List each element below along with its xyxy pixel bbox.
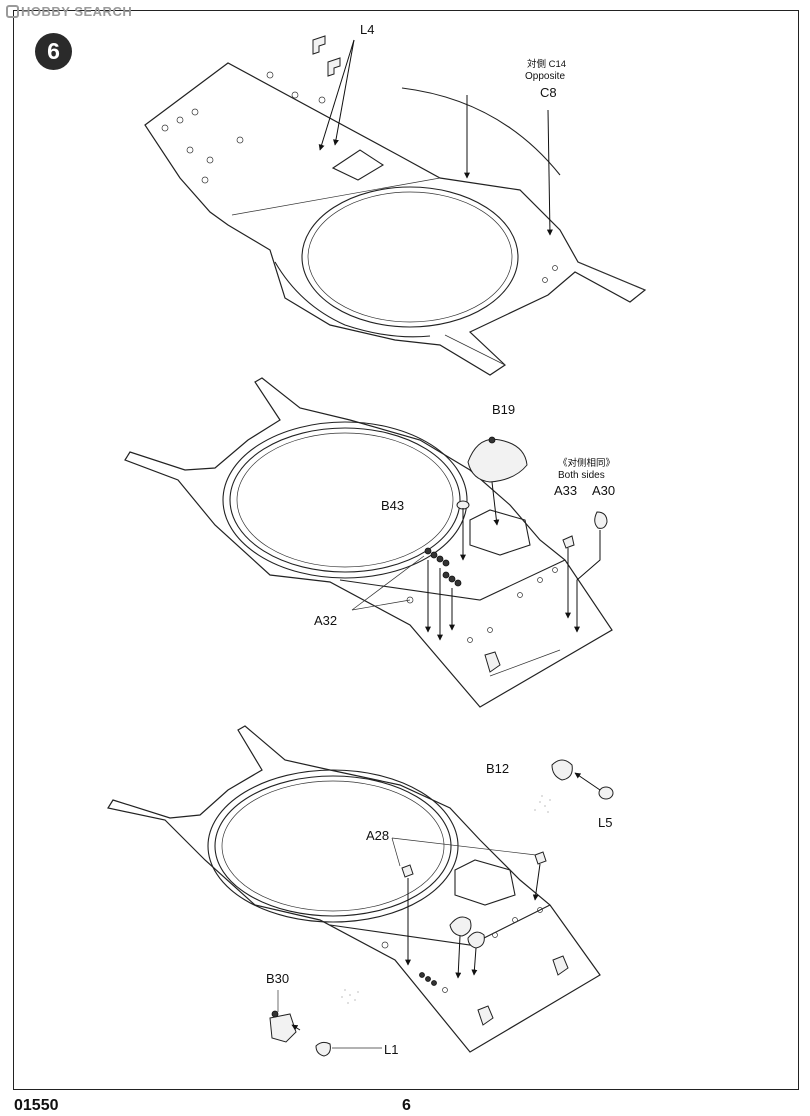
label-opposite: Opposite <box>525 71 566 82</box>
label-a33: A33 <box>554 483 578 498</box>
shading-patches <box>341 795 551 1004</box>
label-c8: C8 <box>540 85 557 100</box>
label-b19: B19 <box>492 402 516 417</box>
label-l5: L5 <box>598 815 613 830</box>
lower-arrows <box>277 772 601 1049</box>
lower-middle-parts <box>449 916 485 949</box>
part-b30 <box>269 1010 297 1043</box>
label-l4: L4 <box>360 22 375 37</box>
middle-plate-holes <box>406 567 558 643</box>
part-b12 <box>551 759 573 781</box>
label-c14-cn: 対側 C14 <box>527 59 567 70</box>
part-a30 <box>594 511 608 529</box>
part-a33 <box>562 535 575 549</box>
part-a28-group <box>401 851 547 986</box>
upper-plate-holes <box>161 71 558 283</box>
label-a30: A30 <box>592 483 616 498</box>
label-a28: A28 <box>366 828 390 843</box>
step-number-badge: 6 <box>35 33 72 70</box>
part-l1 <box>315 1041 331 1057</box>
upper-plate-drawing <box>144 62 647 376</box>
page-number: 6 <box>402 1097 411 1114</box>
product-code: 01550 <box>14 1097 59 1114</box>
lower-plate-drawing <box>107 725 601 1053</box>
lower-plate-holes <box>381 907 543 993</box>
label-b12: B12 <box>486 761 510 776</box>
part-b19 <box>467 436 528 483</box>
label-b43: B43 <box>381 498 405 513</box>
label-b30: B30 <box>266 971 290 986</box>
part-l5 <box>598 786 614 800</box>
label-both-sides-cn: 《对侧相同》 <box>558 458 616 469</box>
middle-arrows <box>351 481 601 641</box>
watermark: HOBBY SEARCH <box>6 4 132 19</box>
watermark-text: HOBBY SEARCH <box>21 4 133 19</box>
page-frame <box>13 10 799 1090</box>
label-both-sides: Both sides <box>558 470 605 481</box>
label-a32: A32 <box>314 613 338 628</box>
upper-arrows <box>318 39 553 236</box>
middle-plate-drawing <box>124 377 613 708</box>
label-l1: L1 <box>384 1042 399 1057</box>
hobby-search-logo-icon <box>6 5 19 18</box>
part-b43 <box>456 500 470 510</box>
part-a32-group <box>424 547 462 587</box>
part-l4-pieces <box>312 35 341 77</box>
